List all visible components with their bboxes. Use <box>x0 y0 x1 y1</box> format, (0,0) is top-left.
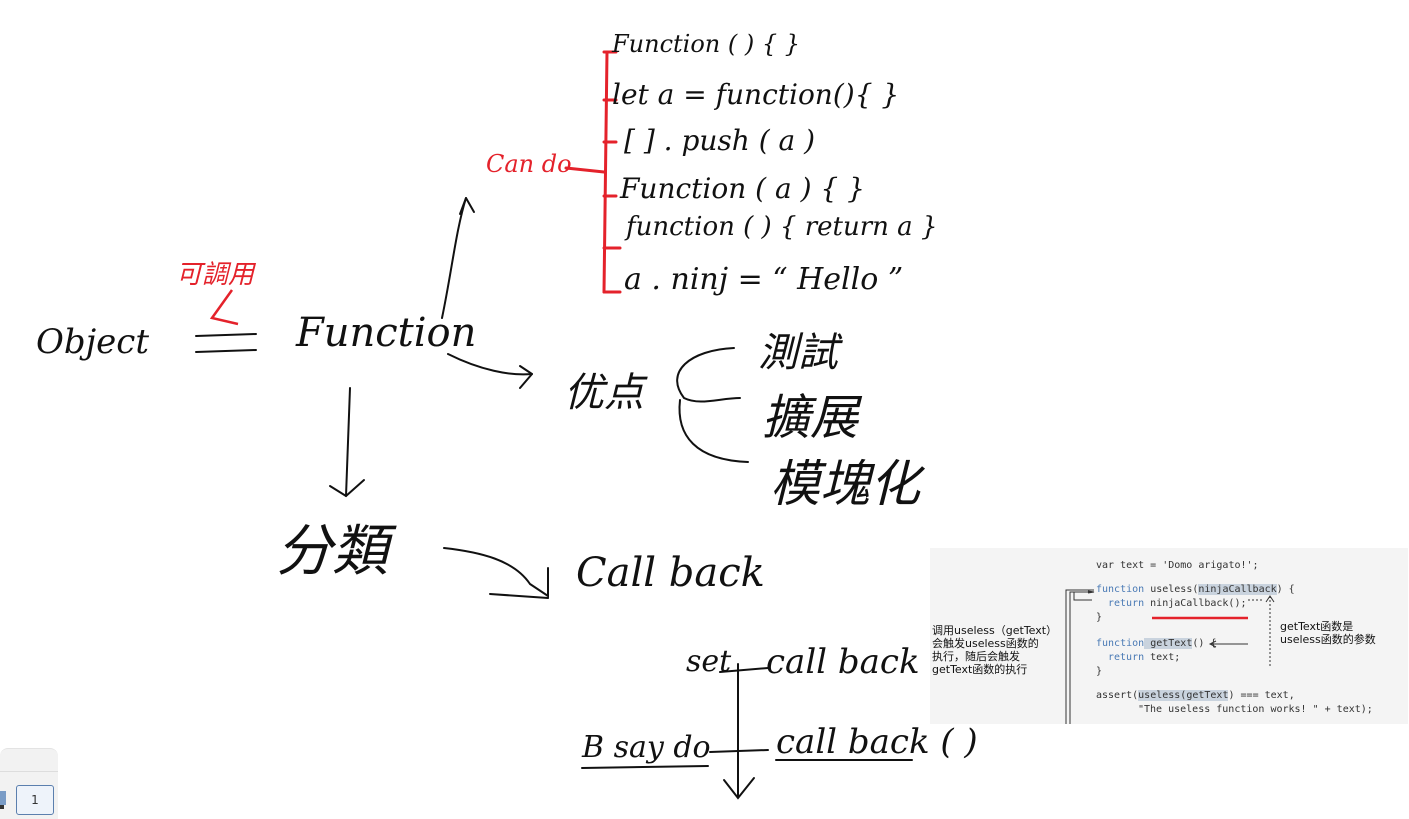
arrow-to-category <box>345 387 351 497</box>
toolbar-divider <box>0 771 58 772</box>
code-param-highlight: ninjaCallback <box>1198 584 1277 595</box>
object-label: Object <box>36 322 150 362</box>
code-fn-highlight: getText <box>1144 638 1193 649</box>
arrow-to-callback <box>443 547 549 598</box>
code-text: "The useless function works! " + text); <box>1138 704 1373 715</box>
arrow-to-advantages <box>447 353 533 376</box>
b-callback-label: call back ( ) <box>776 722 978 762</box>
code-text: } <box>1096 666 1103 677</box>
left-annotation: 调用useless（getText） 会触发useless函数的 执行，随后会触… <box>932 624 1058 676</box>
callback-label: Call back <box>576 550 765 596</box>
page-thumbnail-icon[interactable] <box>0 789 10 811</box>
b-say-do-underline <box>581 765 709 769</box>
category-label: 分類 <box>276 519 388 584</box>
code-keyword: function <box>1096 638 1145 649</box>
can-do-item: Function ( a ) { } <box>620 172 865 205</box>
can-do-item: a . ninj = “ Hello ” <box>624 262 904 297</box>
right-annotation: getText函数是 useless函数的参数 <box>1280 620 1376 646</box>
code-arrows <box>1065 589 1275 724</box>
can-do-item: function ( ) { return a } <box>626 212 938 242</box>
code-call-highlight: useless( <box>1138 690 1187 701</box>
arrow-to-can-do <box>441 197 467 319</box>
code-text: ) { <box>1276 584 1295 595</box>
advantages-brace-bottom <box>678 399 749 463</box>
can-do-bracket <box>564 50 622 294</box>
code-arg-highlight: getText <box>1186 690 1229 701</box>
code-keyword: return <box>1108 598 1145 609</box>
can-do-item: Function ( ) { } <box>612 30 801 58</box>
can-do-item: [ ] . push ( a ) <box>624 124 816 157</box>
code-text: () { <box>1192 638 1217 649</box>
advantage-modularization: 模塊化 <box>770 455 920 513</box>
code-text: text; <box>1144 652 1181 663</box>
bsay-connector <box>709 749 769 753</box>
set-callback-label: call back <box>766 642 920 682</box>
advantage-testing: 測試 <box>758 330 838 376</box>
equals-bottom <box>195 349 257 353</box>
can-do-label: Can do <box>486 150 572 178</box>
code-screenshot: var text = 'Domo arigato!'; function use… <box>930 548 1408 724</box>
code-text: assert( <box>1096 690 1139 701</box>
page-number-button[interactable]: 1 <box>16 785 54 815</box>
advantages-brace-top <box>676 347 741 403</box>
page-toolbar: 1 <box>0 748 58 819</box>
set-label: set <box>686 644 732 679</box>
b-say-do-label: B say do <box>582 730 711 765</box>
code-keyword: function <box>1096 584 1145 595</box>
advantages-label: 优点 <box>564 370 644 416</box>
function-label: Function <box>296 310 477 356</box>
advantage-extension: 擴展 <box>762 390 859 446</box>
code-text: } <box>1096 612 1103 623</box>
set-connector <box>719 667 769 673</box>
can-do-item: let a = function(){ } <box>612 78 900 111</box>
code-line-1: var text = 'Domo arigato!'; <box>1096 560 1259 571</box>
code-keyword: return <box>1108 652 1145 663</box>
code-text: ) === text, <box>1228 690 1295 701</box>
code-call: ninjaCallback(); <box>1150 598 1247 609</box>
callable-label: 可調用 <box>176 260 255 290</box>
equals-top <box>195 333 257 337</box>
callable-arrow <box>209 289 239 326</box>
code-text: useless( <box>1144 584 1199 595</box>
